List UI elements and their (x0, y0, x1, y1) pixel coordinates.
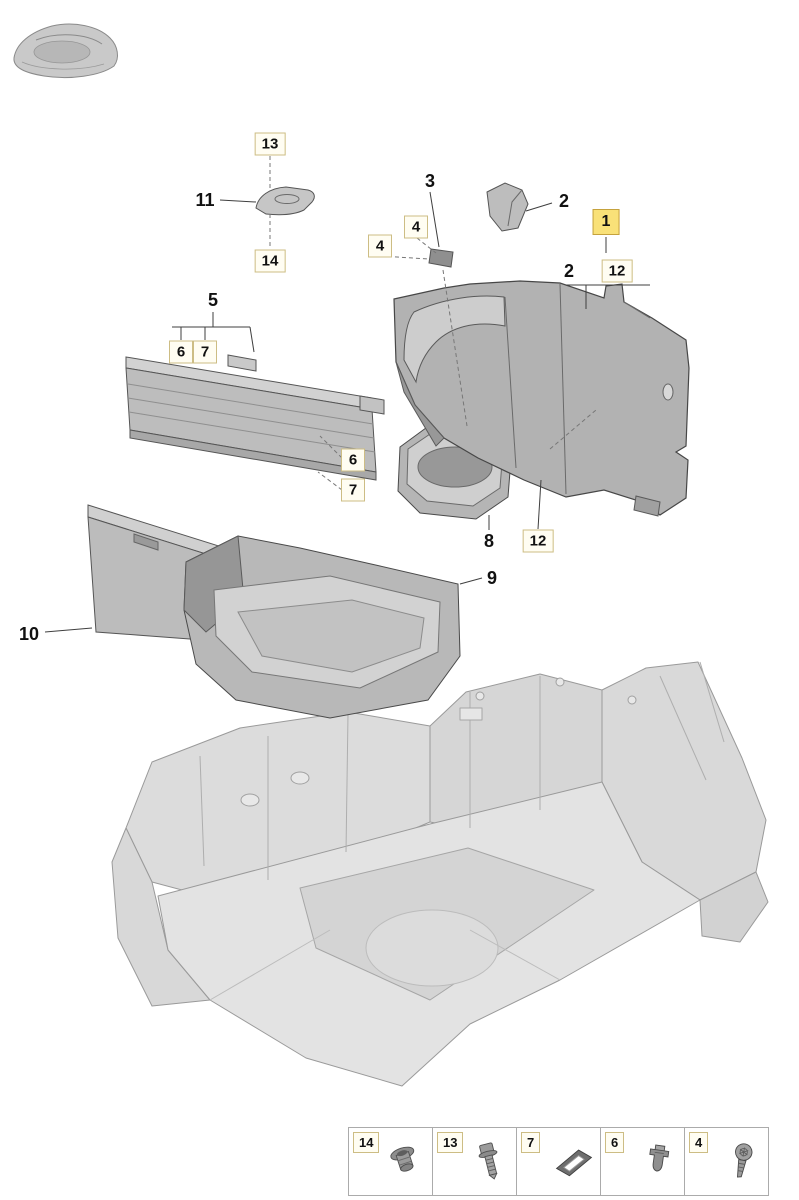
callout-7-b[interactable]: 7 (341, 478, 365, 502)
callout-2-top[interactable]: 2 (558, 191, 570, 211)
body-shell-illustration (111, 661, 769, 1087)
callout-11[interactable]: 11 (195, 190, 215, 210)
torx-screw-icon (735, 1143, 753, 1178)
callout-9[interactable]: 9 (486, 568, 498, 588)
bolt-icon (478, 1142, 498, 1180)
callout-14-top[interactable]: 14 (254, 249, 286, 273)
legend-item-13[interactable]: 13 (432, 1127, 517, 1196)
fastener-legend: 14 13 (348, 1127, 769, 1196)
callout-10[interactable]: 10 (18, 624, 40, 644)
adhesive-pad-icon (555, 1149, 593, 1177)
callout-4-a[interactable]: 4 (404, 215, 428, 239)
callout-13-top[interactable]: 13 (254, 132, 286, 156)
part-9-trough-panel[interactable] (183, 535, 461, 719)
legend-number-13: 13 (437, 1132, 464, 1153)
callout-6-b[interactable]: 6 (341, 448, 365, 472)
spring-clip-icon (649, 1144, 670, 1172)
callout-2-mid[interactable]: 2 (563, 261, 575, 281)
callout-3[interactable]: 3 (424, 171, 436, 191)
callout-1-highlighted[interactable]: 1 (592, 209, 620, 235)
fastener-dashed-lines (269, 156, 597, 491)
callout-12-b[interactable]: 12 (522, 529, 554, 553)
callout-12-mid[interactable]: 12 (601, 259, 633, 283)
callout-7-a[interactable]: 7 (193, 340, 217, 364)
part-4-clip[interactable] (428, 248, 454, 268)
callout-4-b[interactable]: 4 (368, 234, 392, 258)
callout-6-a[interactable]: 6 (169, 340, 193, 364)
grommet-icon (390, 1146, 415, 1172)
legend-item-14[interactable]: 14 (348, 1127, 433, 1196)
legend-item-6[interactable]: 6 (600, 1127, 685, 1196)
part-11-hook[interactable] (255, 186, 315, 216)
legend-item-7[interactable]: 7 (516, 1127, 601, 1196)
legend-number-7: 7 (521, 1132, 541, 1153)
legend-number-4: 4 (689, 1132, 709, 1153)
part-2-bracket-top[interactable] (486, 182, 529, 232)
part-5-cross-panel[interactable] (125, 354, 385, 481)
callout-5[interactable]: 5 (207, 290, 219, 310)
callout-8[interactable]: 8 (483, 531, 495, 551)
car-thumbnail-icon (13, 23, 118, 79)
legend-number-14: 14 (353, 1132, 380, 1153)
leader-lines (44, 191, 650, 633)
part-1-side-trim-panel[interactable] (393, 280, 690, 517)
legend-item-4[interactable]: 4 (684, 1127, 769, 1196)
legend-number-6: 6 (605, 1132, 625, 1153)
